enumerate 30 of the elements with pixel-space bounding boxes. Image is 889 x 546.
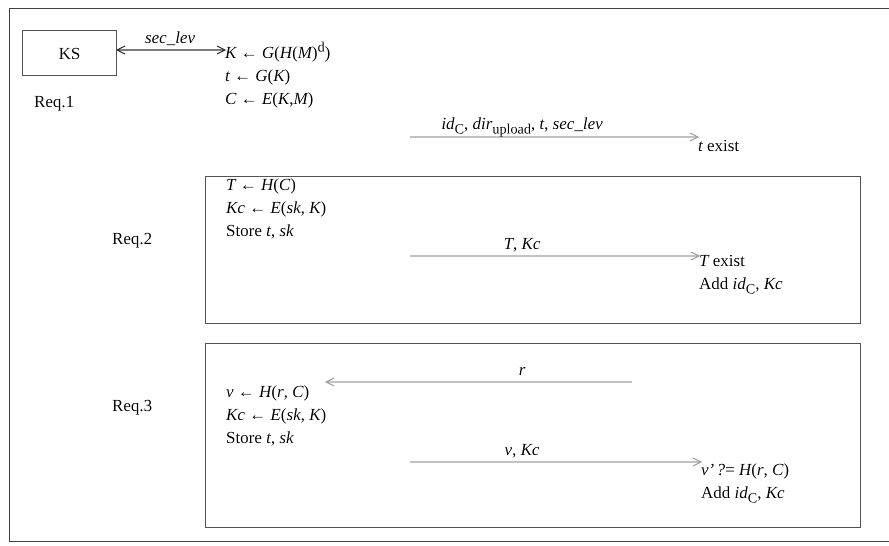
step-label: Req.1 (34, 92, 74, 112)
arrow (116, 45, 226, 55)
step-label: Req.3 (112, 396, 152, 416)
formula-line: K ← G(H(M)$^{d}$) (225, 38, 330, 64)
formula-line: v ← H(r, C) (226, 381, 310, 403)
formula-line: C ← E(K,M) (225, 88, 314, 110)
node-label: KS (58, 42, 80, 64)
formula-line: Store t, sk (226, 427, 294, 449)
formula-line: Kc ← E(sk, K) (226, 197, 326, 219)
edge-label: v, Kc (504, 440, 540, 460)
formula-line: Add id$_{C}$, Kc (699, 273, 783, 300)
formula-line: Kc ← E(sk, K) (226, 404, 326, 426)
arrow (410, 251, 700, 261)
formula-line: t ← G(K) (225, 64, 290, 87)
formula-line: Add id$_{C}$, Kc (701, 482, 785, 508)
arrow (410, 457, 702, 467)
arrow (410, 132, 699, 142)
edge-label: sec_lev (144, 28, 196, 48)
step-label: Req.2 (112, 229, 152, 249)
formula-line: t exist (698, 135, 740, 157)
edge-label: id$_{C}$, dir$_{upload}$, t, sec_lev (441, 114, 603, 140)
formula-line: v’ ?= H(r, C) (701, 459, 790, 481)
formula-line: T exist (699, 250, 745, 272)
request-frame (205, 176, 861, 324)
formula-line: T ← H(C) (226, 174, 296, 196)
arrow (326, 377, 632, 387)
edge-label: T, Kc (504, 234, 540, 254)
request-frame (205, 343, 861, 528)
edge-label: r (518, 360, 526, 380)
formula-line: Store t, sk (226, 220, 294, 242)
